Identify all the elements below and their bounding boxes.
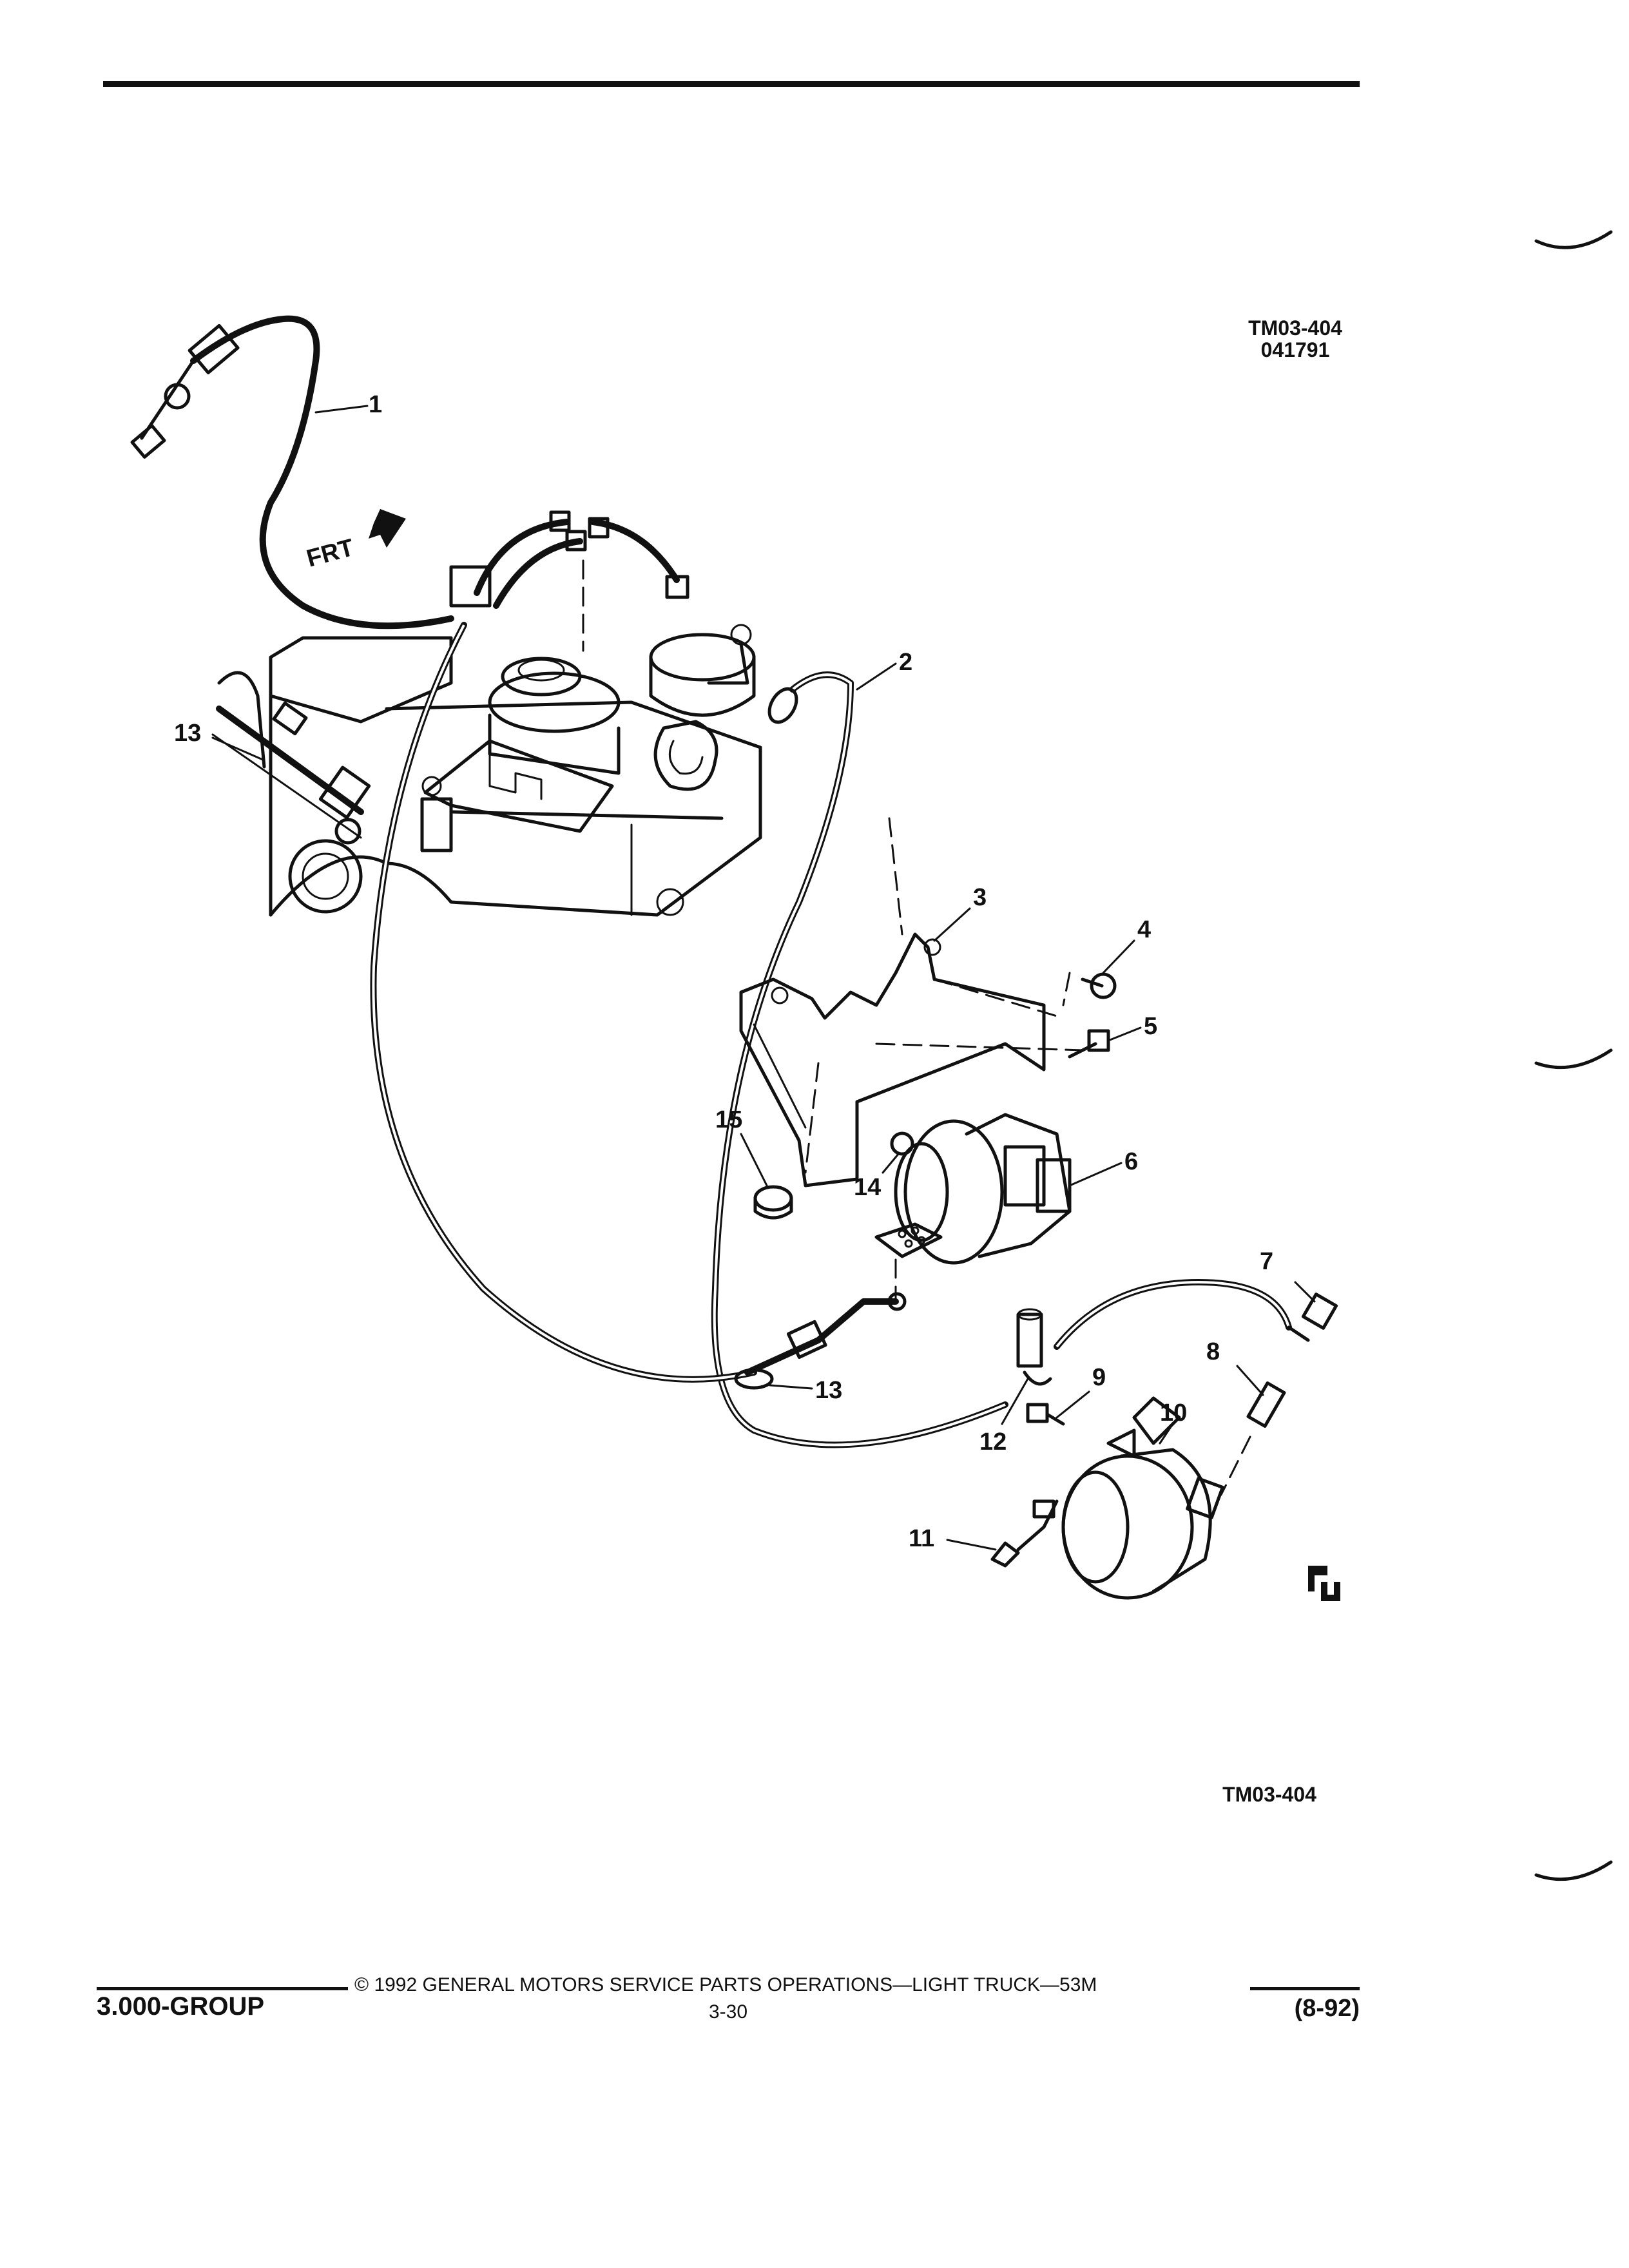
callout-15: 15 <box>715 1106 742 1133</box>
callout-3: 3 <box>973 884 987 911</box>
callout-5: 5 <box>1144 1013 1157 1040</box>
screw-9 <box>1026 1403 1065 1426</box>
callout-8: 8 <box>1206 1338 1220 1365</box>
callout-6: 6 <box>1124 1148 1138 1175</box>
footer-page-number: 3-30 <box>708 2001 748 2023</box>
callout-14: 14 <box>854 1174 881 1201</box>
vacuum-hoses <box>449 510 689 652</box>
grommet-15 <box>753 1185 793 1220</box>
callout-10: 10 <box>1160 1399 1187 1427</box>
cable-bracket-lower <box>734 1292 907 1390</box>
figure-id-bottom: TM03-404 <box>1222 1783 1316 1806</box>
throttle-body <box>420 657 621 852</box>
callout-12: 12 <box>979 1428 1007 1456</box>
callout-9: 9 <box>1092 1364 1106 1391</box>
frt-label: FRT <box>304 534 356 573</box>
binding-marks <box>1534 230 1613 1881</box>
footer-copyright: © 1992 GENERAL MOTORS SERVICE PARTS OPER… <box>354 1974 1097 1995</box>
cable-bracket-upper <box>211 671 371 845</box>
footer: © 1992 GENERAL MOTORS SERVICE PARTS OPER… <box>97 1972 1360 2042</box>
engine-block <box>269 636 762 917</box>
callout-7: 7 <box>1260 1248 1273 1275</box>
sensor-housing <box>649 624 756 791</box>
main-cable-loop <box>370 622 757 1383</box>
callouts: 1 2 3 4 5 6 7 8 9 10 11 12 13 13 14 15 <box>174 391 1273 1552</box>
callout-13-upper: 13 <box>174 720 201 747</box>
footer-revision: (8-92) <box>1294 1995 1360 2022</box>
leader-lines <box>211 405 1316 1551</box>
figure-date-code: 041791 <box>1260 338 1330 361</box>
front-arrow: FRT <box>304 509 406 573</box>
footer-group: 3.000-GROUP <box>97 1992 265 2021</box>
nut-14 <box>890 1131 914 1156</box>
footer-rule-right <box>1250 1987 1360 1990</box>
callout-13-lower: 13 <box>815 1377 842 1404</box>
callout-1: 1 <box>369 391 382 418</box>
callout-2: 2 <box>899 649 912 676</box>
callout-11: 11 <box>909 1525 934 1552</box>
vacuum-reservoir-10 <box>1061 1396 1224 1600</box>
bolt-5 <box>1068 1029 1110 1059</box>
fitting-8 <box>1220 1381 1286 1496</box>
clip-12 <box>1016 1308 1052 1386</box>
corner-logo <box>1308 1566 1340 1601</box>
cable-1 <box>130 315 454 629</box>
bolt-4 <box>1062 972 1117 1006</box>
connector-11 <box>990 1499 1059 1568</box>
cruise-servo-6 <box>874 1113 1072 1303</box>
figure-id-label: TM03-404 <box>1248 316 1342 340</box>
cable-2 <box>711 671 1008 1448</box>
footer-rule-left <box>97 1987 348 1990</box>
figure-id-top: TM03-404 041791 <box>1224 317 1366 361</box>
mounting-bracket-3 <box>739 817 1084 1187</box>
cable-end-7 <box>1054 1279 1338 1350</box>
header-rule <box>103 81 1360 87</box>
callout-4: 4 <box>1137 916 1151 943</box>
